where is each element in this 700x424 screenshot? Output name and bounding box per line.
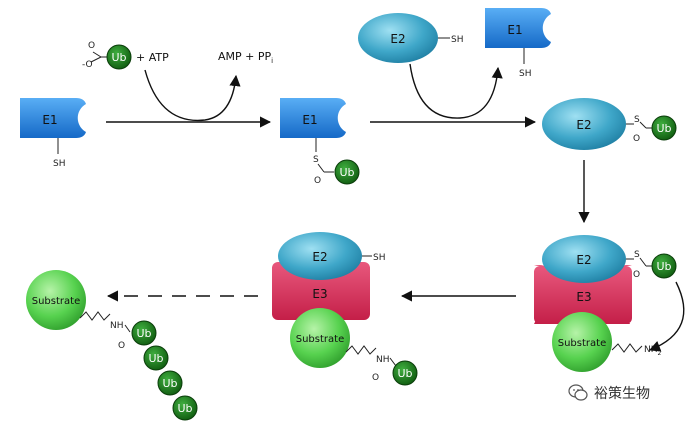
svg-text:NH2: NH2 <box>644 345 662 357</box>
polyubiquitinated-substrate: Substrate NH O Ub Ub Ub Ub <box>26 270 198 421</box>
hydroxyl-label: -O <box>82 60 93 70</box>
svg-text:SH: SH <box>373 253 385 263</box>
ubiquitin-icon <box>172 395 198 421</box>
e2-label: E2 <box>576 118 591 132</box>
svg-text:S: S <box>634 250 640 260</box>
substrate-protein <box>26 270 86 330</box>
svg-text:Ub: Ub <box>397 367 412 380</box>
e1-label: E1 <box>302 113 317 127</box>
svg-text:S: S <box>313 155 319 165</box>
ubiquitin-icon <box>143 345 169 371</box>
svg-text:O: O <box>314 176 321 186</box>
ub-atp-reactant: O -O Ub + ATP <box>82 41 169 70</box>
e1-release-arrow <box>409 63 503 119</box>
substrate-protein <box>552 312 612 372</box>
e3-complex-product: E2 SH E3 Substrate NH O Ub <box>272 232 418 386</box>
e1-label: E1 <box>507 23 522 37</box>
svg-text:Ub: Ub <box>656 122 671 135</box>
ubiquitin-icon <box>334 159 360 185</box>
nucleophilic-attack-arrow <box>648 281 685 352</box>
e1-enzyme-released: E1 <box>485 8 551 48</box>
svg-text:SH: SH <box>519 69 531 79</box>
oxygen-label: O <box>88 41 95 51</box>
svg-text:Ub: Ub <box>177 402 192 415</box>
svg-text:Ub: Ub <box>656 260 671 273</box>
e1-label: E1 <box>42 113 57 127</box>
e2-enzyme-free: E2 SH <box>358 13 463 63</box>
wechat-icon <box>568 384 588 401</box>
svg-text:O: O <box>633 134 640 144</box>
ubiquitin-icon <box>651 115 677 141</box>
e2-label: E2 <box>576 253 591 267</box>
svg-text:Ub: Ub <box>162 377 177 390</box>
watermark-text: 裕策生物 <box>594 386 650 402</box>
svg-text:NH: NH <box>376 355 390 365</box>
e3-complex-loaded: E2 E3 S O Ub Substrate NH2 <box>534 235 677 372</box>
e1-sh-label: SH <box>53 159 65 169</box>
svg-text:O: O <box>633 270 640 280</box>
watermark: 裕策生物 <box>568 383 650 403</box>
atp-consumption-arrow <box>144 69 241 122</box>
substrate-label: Substrate <box>296 334 344 345</box>
svg-text:Ub: Ub <box>148 352 163 365</box>
e1-ub-thioester: E1 <box>280 98 346 138</box>
svg-text:Ub: Ub <box>339 166 354 179</box>
ubiquitin-icon <box>131 320 157 346</box>
svg-text:O: O <box>118 341 125 351</box>
e2-label: E2 <box>312 250 327 264</box>
svg-text:O: O <box>372 373 379 383</box>
substrate-label: Substrate <box>32 296 80 307</box>
e2-label: E2 <box>390 32 405 46</box>
ubiquitin-icon <box>157 370 183 396</box>
svg-text:NH: NH <box>110 321 124 331</box>
svg-text:S: S <box>634 115 640 125</box>
ubiquitin-icon <box>106 44 132 70</box>
e2-ub-thioester: E2 S O Ub <box>542 98 677 150</box>
e3-label: E3 <box>312 287 327 301</box>
atp-label: + ATP <box>136 51 169 64</box>
ubiquitin-icon <box>651 253 677 279</box>
svg-text:SH: SH <box>451 35 463 45</box>
e1-enzyme-free: E1 <box>20 98 86 138</box>
ub-label: Ub <box>111 51 126 64</box>
substrate-protein <box>290 308 350 368</box>
ubiquitin-icon <box>392 360 418 386</box>
svg-text:Ub: Ub <box>136 327 151 340</box>
e3-label: E3 <box>576 290 591 304</box>
amp-ppi-label: AMP + PPi <box>218 50 273 65</box>
substrate-label: Substrate <box>558 338 606 349</box>
